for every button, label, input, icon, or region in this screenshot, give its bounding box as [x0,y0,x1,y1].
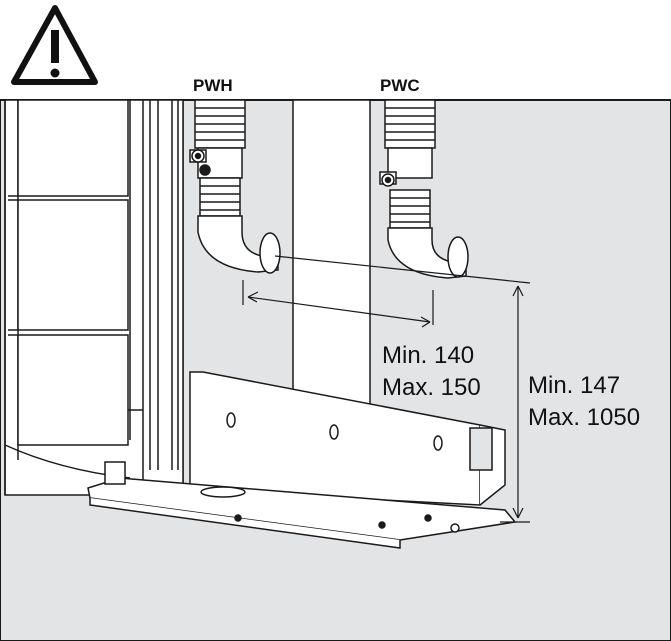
base-bracket [87,371,517,549]
horizontal-dimension: Min. 140 Max. 150 [382,340,481,404]
pwc-pipe [379,99,469,279]
vertical-min: Min. 147 [528,372,621,399]
vertical-max: Max. 1050 [528,404,641,431]
pwh-pipe [189,99,281,274]
pwc-label: PWC [380,76,420,95]
vertical-dimension: Min. 147 Max. 1050 [528,370,640,434]
dimension-lines [242,255,531,523]
warning-icon [11,5,98,85]
pwh-label: PWH [193,76,233,95]
horizontal-max: Max. 150 [382,374,481,401]
mounting-strip [292,99,371,436]
horizontal-min: Min. 140 [382,342,475,369]
appliance-side [4,99,184,496]
